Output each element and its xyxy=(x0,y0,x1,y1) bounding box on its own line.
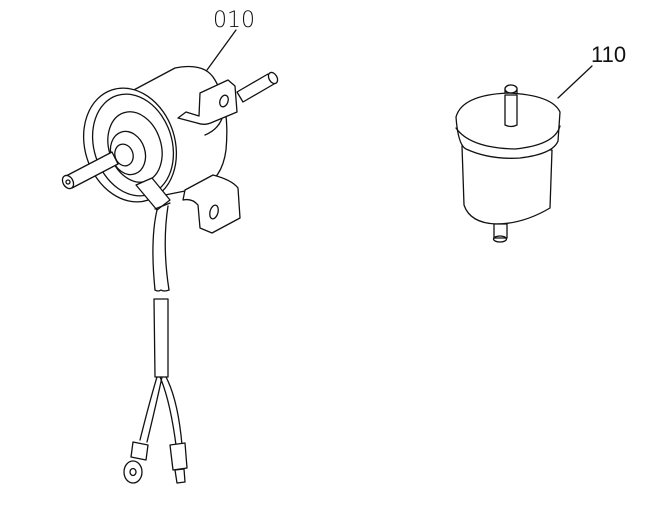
bottom-nipple xyxy=(492,223,508,243)
bullet-terminal xyxy=(169,442,188,484)
leader-line-110 xyxy=(557,65,593,99)
lower-bracket xyxy=(182,174,241,234)
outlet-pipe xyxy=(236,71,279,103)
wire-harness xyxy=(139,205,183,446)
upper-bracket xyxy=(177,79,238,125)
callout-label-110: 110 xyxy=(591,42,626,67)
wire-grommet xyxy=(135,177,171,211)
callout-label-010: 010 xyxy=(213,8,255,33)
inlet-pipe xyxy=(61,151,119,190)
part-110-fuel-filter[interactable]: 110 xyxy=(455,42,626,243)
filter-body xyxy=(455,84,561,225)
part-010-fuel-pump[interactable]: 010 xyxy=(60,8,279,484)
leader-line-010 xyxy=(206,29,237,71)
ring-terminal xyxy=(123,441,149,484)
